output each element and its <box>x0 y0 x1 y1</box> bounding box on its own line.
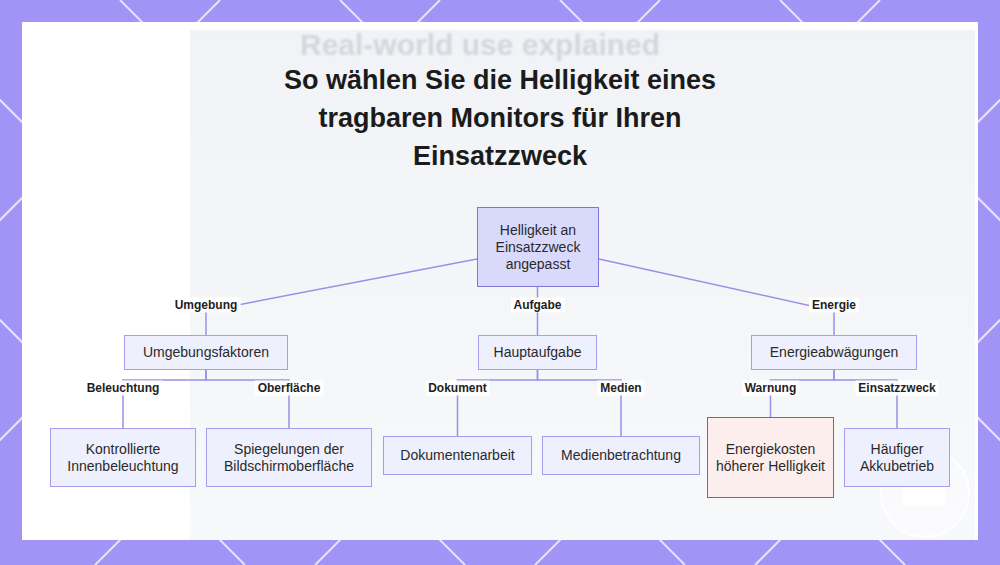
node-text: Energieabwägungen <box>770 344 898 361</box>
node-text-group: Energiekosten höherer Helligkeit <box>716 441 825 475</box>
node-text: Energiekosten höherer Helligkeit <box>716 441 825 475</box>
warning-box: Energiekosten höherer Helligkeit <box>707 417 834 498</box>
node-text-group: Umgebungsfaktoren <box>143 344 269 361</box>
diagram-title: So wählen Sie die Helligkeit eines tragb… <box>230 61 770 175</box>
node-text-group: Spiegelungen der Bildschirmoberfläche <box>215 441 363 475</box>
node-text: Spiegelungen der Bildschirmoberfläche <box>215 441 363 475</box>
node-text: Helligkeit an Einsatzzweck angepasst <box>486 222 590 273</box>
node-text: Medienbetrachtung <box>561 447 681 464</box>
node-text: Dokumentenarbeit <box>400 447 514 464</box>
edge-label: Einsatzzweck <box>855 381 938 396</box>
process-box: Medienbetrachtung <box>542 436 700 475</box>
process-box: Energieabwägungen <box>751 335 917 370</box>
node-text-group: Energieabwägungen <box>770 344 898 361</box>
connector-line <box>834 370 897 428</box>
connector-line <box>206 370 289 428</box>
process-box: Umgebungsfaktoren <box>124 335 288 370</box>
process-box: Spiegelungen der Bildschirmoberfläche <box>206 428 372 487</box>
process-box: Hauptaufgabe <box>478 335 597 370</box>
node-text-group: Kontrollierte Innenbeleuchtung <box>59 441 187 475</box>
edge-label: Oberfläche <box>255 381 324 396</box>
edge-label: Beleuchtung <box>84 381 163 396</box>
node-text-group: Hauptaufgabe <box>494 344 582 361</box>
connector-line <box>123 370 206 428</box>
edge-label: Umgebung <box>172 298 241 313</box>
edge-label: Warnung <box>742 381 800 396</box>
node-text: Hauptaufgabe <box>494 344 582 361</box>
edge-label: Dokument <box>425 381 490 396</box>
node-text-group: Helligkeit an Einsatzzweck angepasst <box>486 222 590 273</box>
node-text: Häufiger Akkubetrieb <box>853 441 941 475</box>
process-box: Dokumentenarbeit <box>383 436 532 475</box>
root-box: Helligkeit an Einsatzzweck angepasst <box>477 207 599 287</box>
node-text: Kontrollierte Innenbeleuchtung <box>59 441 187 475</box>
node-text-group: Dokumentenarbeit <box>400 447 514 464</box>
node-text-group: Häufiger Akkubetrieb <box>853 441 941 475</box>
connector-line <box>206 259 477 335</box>
process-box: Häufiger Akkubetrieb <box>844 428 950 487</box>
connector-line <box>599 259 834 335</box>
background-watermark: Real-world use explained <box>300 28 660 62</box>
edge-label: Aufgabe <box>511 298 565 313</box>
process-box: Kontrollierte Innenbeleuchtung <box>50 428 196 487</box>
edge-label: Medien <box>597 381 644 396</box>
edge-label: Energie <box>809 298 859 313</box>
node-text-group: Medienbetrachtung <box>561 447 681 464</box>
node-text: Umgebungsfaktoren <box>143 344 269 361</box>
